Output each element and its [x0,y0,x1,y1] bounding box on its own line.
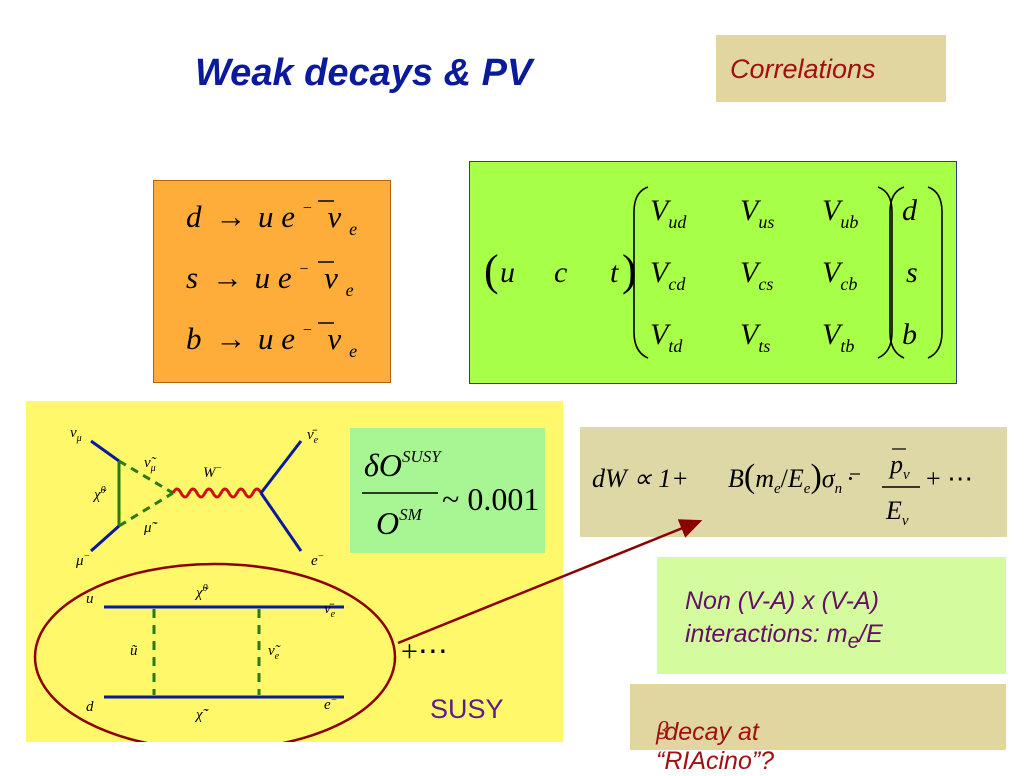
right-paren: ) [622,246,637,295]
antineutrino-subscript: e [346,280,354,300]
ckm-vtd: Vtd [650,318,683,356]
decay-quark: b [186,321,202,356]
susy-loop-diagram: νμ ν̃μ χ̃0 μ̃− μ− W− ν̄e e− [70,425,324,569]
label-antinu-e: ν̄e [307,427,319,446]
decay-products: u e [258,321,295,356]
decay-quark: d [186,199,202,234]
ckm-vub: Vub [822,194,858,232]
decay-arrow: → [215,199,246,234]
ckm-vtb: Vtb [822,318,854,356]
ckm-vcb: Vcb [822,256,857,294]
ckm-matrix-equation: ( u c t ) Vud Vus Vub Vcd Vcs Vcb Vtd Vt… [484,186,943,359]
electron-charge: − [299,261,308,278]
col-quark-s: s [906,256,918,289]
label-w-boson: W− [203,463,222,481]
quark-decays-box: d → u e − ν e s → u e − ν e b → u e − ν [153,180,391,383]
label-sup-squark: ũ [130,643,138,659]
label-electron-2: e− [324,695,337,713]
label-antinu-e-2: ν̄e [324,601,336,620]
ratio-numerator: δOSUSY [364,447,442,483]
svg-text:s → u e: s → u e − ν e [186,246,354,300]
row-quark-c: c [554,256,567,289]
page-title: Weak decays & PV [195,52,533,94]
row-quark-t: t [610,256,619,289]
dw-lhs: dW ∝ 1+ [592,464,689,493]
ckm-matrix-box: ( u c t ) Vud Vus Vub Vcd Vcs Vcb Vtd Vt… [469,161,957,384]
electron-charge: − [303,322,312,339]
non-va-line2: interactions: me/E [685,620,883,653]
correlations-tag: Correlations [716,35,946,102]
ckm-vcs: Vcs [740,256,773,294]
ckm-vts: Vts [740,318,770,356]
ckm-vus: Vus [740,194,774,232]
col-quark-d: d [902,194,918,227]
feynman-diagrams: νμ ν̃μ χ̃0 μ̃− μ− W− ν̄e e− u d χ̃0 χ̃− … [33,425,448,752]
antineutrino-subscript: e [349,341,357,361]
electron-charge: − [303,200,312,217]
plus-ellipsis: +⋯ [401,635,448,668]
label-electron: e− [311,551,324,569]
decay-quark: s [186,260,198,295]
matrix-brackets [633,186,943,359]
label-muon: μ− [75,551,90,569]
decay-products: u e [255,260,292,295]
antineutrino-symbol: ν [328,199,342,234]
dw-tail: + ⋯ [926,464,973,493]
label-up-quark: u [86,591,94,607]
susy-ratio-formula: δOSUSY OSM ~ 0.001 [362,447,539,541]
correlations-label: Correlations [730,54,876,84]
ratio-denominator: OSM [376,505,423,541]
antineutrino-symbol: ν [328,321,342,356]
dw-b-term: B(me/Ee)σn· [728,458,855,497]
antineutrino-symbol: ν [324,260,338,295]
label-nu-mu: νμ [70,425,82,444]
susy-ratio-box: δOSUSY OSM ~ 0.001 [350,428,545,553]
ratio-value: ~ 0.001 [442,481,539,517]
non-va-line1: Non (V-A) x (V-A) [685,587,879,615]
col-quark-b: b [902,318,917,351]
non-va-box: Non (V-A) x (V-A) interactions: me/E [657,557,1006,674]
beta-decay-box: β-decay at “RIAcino”? [630,684,1006,775]
decay-arrow: → [215,321,246,356]
dw-p-nu: pν [888,450,910,483]
dw-formula-box: dW ∝ 1+ B(me/Ee)σn· pν Eν + ⋯ [580,427,1007,537]
label-down-quark: d [86,699,94,715]
left-paren: ( [484,246,499,295]
ckm-vcd: Vcd [650,256,686,294]
dw-e-nu: Eν [885,496,909,529]
decay-arrow: → [212,260,243,295]
dw-formula: dW ∝ 1+ B(me/Ee)σn· pν Eν + ⋯ [592,448,973,529]
svg-text:b → u e: b → u e − ν e [186,307,357,361]
decay-products: u e [258,199,295,234]
svg-text:d → u e: d → u e − ν e [186,185,357,239]
row-quark-u: u [500,256,515,289]
susy-label: SUSY [430,694,504,724]
quark-decays-equations: d → u e − ν e s → u e − ν e b → u e − ν [186,185,357,361]
ckm-vud: Vud [650,194,687,232]
antineutrino-subscript: e [349,219,357,239]
